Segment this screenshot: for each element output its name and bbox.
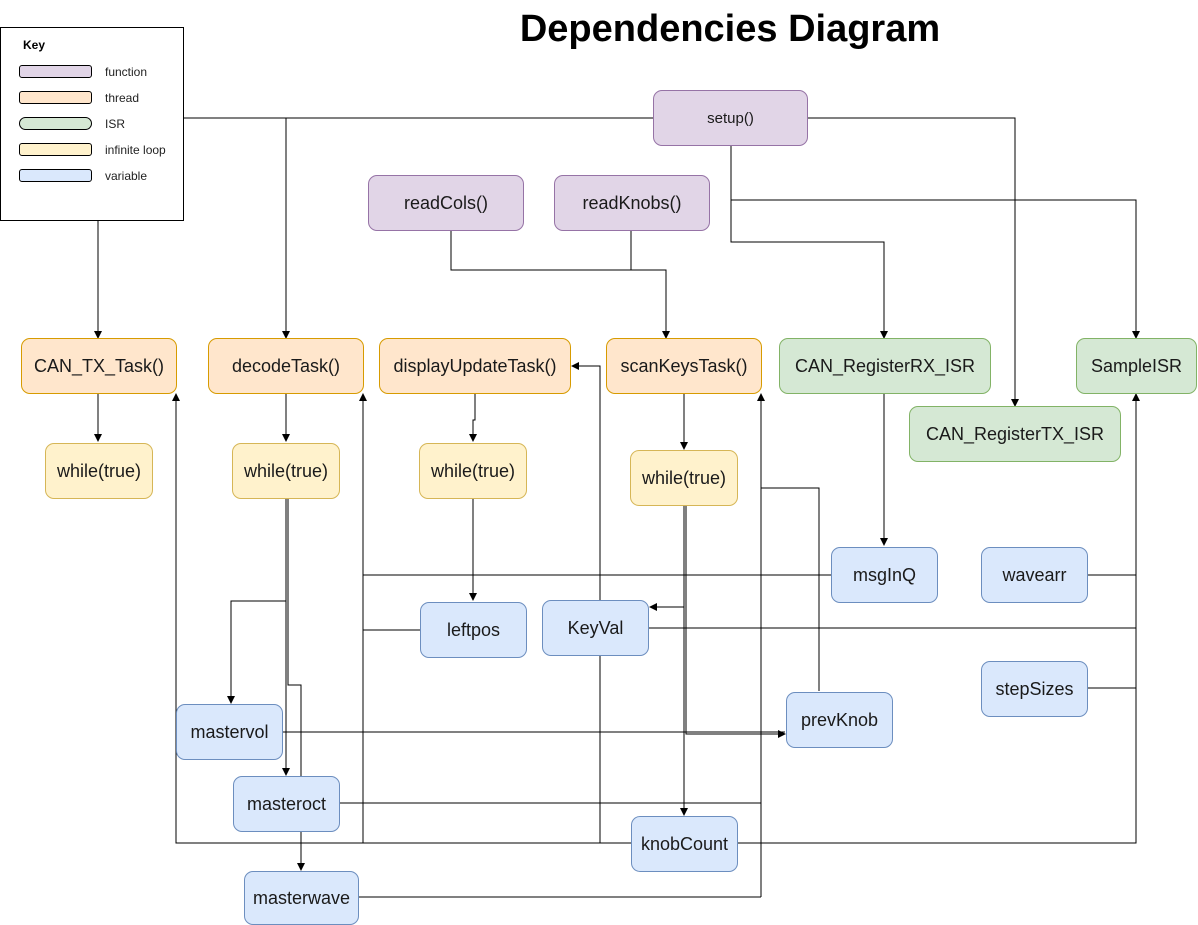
edge-setup-to-sampleisr: [731, 199, 1140, 339]
node-readcols[interactable]: readCols(): [368, 175, 524, 231]
node-sample-isr[interactable]: SampleISR: [1076, 338, 1197, 394]
legend-title: Key: [23, 38, 46, 52]
edge-knobcount-to-cantx: [172, 393, 631, 844]
node-keyval[interactable]: KeyVal: [542, 600, 649, 656]
node-masteroct[interactable]: masteroct: [233, 776, 340, 832]
legend-swatch-thread: [19, 91, 92, 104]
legend-label: function: [105, 65, 148, 79]
edge-scanloop-to-prevknob: [685, 506, 786, 738]
node-leftpos[interactable]: leftpos: [420, 602, 527, 658]
node-wavearr[interactable]: wavearr: [981, 547, 1088, 603]
node-mastervol[interactable]: mastervol: [176, 704, 283, 760]
edge-setup-to-can-registerrx: [730, 146, 888, 339]
node-msginq[interactable]: msgInQ: [831, 547, 938, 603]
node-scan-keys-task[interactable]: scanKeysTask(): [606, 338, 762, 394]
legend-swatch-loop: [19, 143, 92, 156]
node-setup[interactable]: setup(): [653, 90, 808, 146]
legend-swatch-isr: [19, 117, 92, 130]
node-can-registertx-isr[interactable]: CAN_RegisterTX_ISR: [909, 406, 1121, 462]
node-loop-decode[interactable]: while(true): [232, 443, 340, 499]
node-prevknob[interactable]: prevKnob: [786, 692, 893, 748]
node-loop-scan-keys[interactable]: while(true): [630, 450, 738, 506]
legend-swatch-function: [19, 65, 92, 78]
diagram-title: Dependencies Diagram: [519, 8, 941, 50]
edge-readcols-to-scankeys: [450, 231, 670, 339]
legend-label: ISR: [105, 117, 126, 131]
edge-display-to-loop: [469, 394, 477, 442]
node-knobcount[interactable]: knobCount: [631, 816, 738, 872]
edge-decodeloop-to-mastervol: [227, 499, 287, 704]
edge-keyval-to-display: [571, 362, 601, 600]
legend-label: infinite loop: [105, 143, 166, 157]
legend-label: thread: [105, 91, 140, 105]
node-readknobs[interactable]: readKnobs(): [554, 175, 710, 231]
node-loop-can-tx[interactable]: while(true): [45, 443, 153, 499]
edge-prevknob-to-scankeys: [761, 487, 820, 691]
node-can-tx-task[interactable]: CAN_TX_Task(): [21, 338, 177, 394]
edge-scanloop-to-keyval: [649, 506, 685, 611]
node-masterwave[interactable]: masterwave: [244, 871, 359, 925]
legend: Key function thread ISR infinite loop va…: [0, 27, 184, 221]
node-stepsizes[interactable]: stepSizes: [981, 661, 1088, 717]
legend-label: variable: [105, 169, 148, 183]
edge-setup-to-can-registertx: [808, 117, 1019, 407]
legend-swatch-variable: [19, 169, 92, 182]
node-display-update-task[interactable]: displayUpdateTask(): [379, 338, 571, 394]
edge-knobcount-to-sampleisr: [737, 393, 1140, 844]
node-loop-display[interactable]: while(true): [419, 443, 527, 499]
node-can-registerrx-isr[interactable]: CAN_RegisterRX_ISR: [779, 338, 991, 394]
node-decode-task[interactable]: decodeTask(): [208, 338, 364, 394]
